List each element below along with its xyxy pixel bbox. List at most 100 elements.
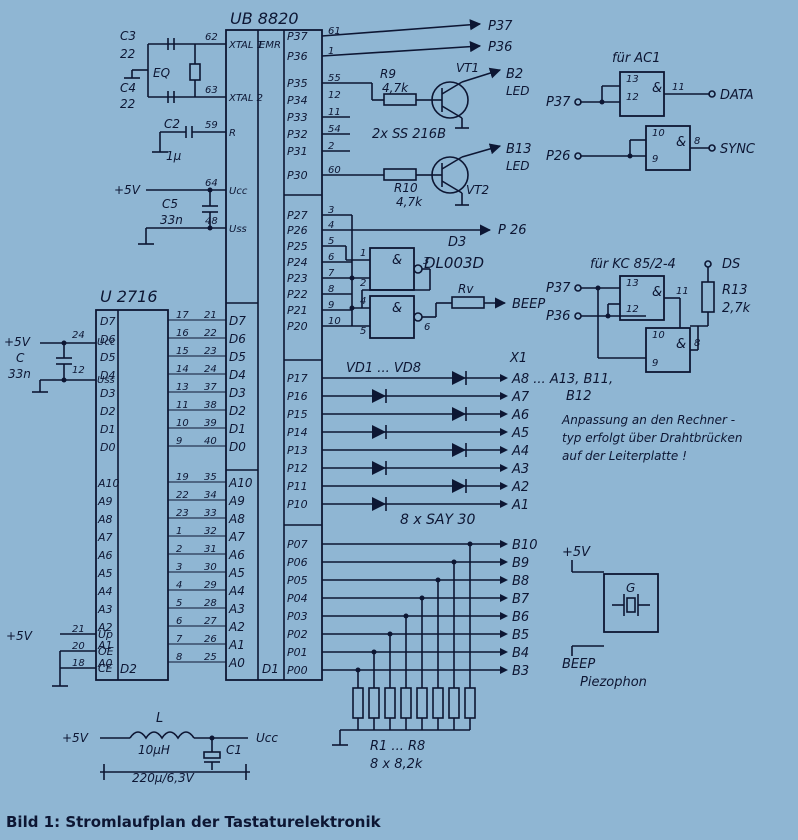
diode-symbol	[372, 461, 386, 475]
port-p3-pin-label: P35	[287, 77, 308, 90]
out-b12: B12	[566, 389, 591, 404]
port-p2-pin-num: 5	[328, 236, 334, 247]
main-left-pin-label: Uss	[229, 224, 247, 235]
out-b-label: B8	[512, 574, 529, 589]
eprom-a-pin-num: 4	[176, 580, 182, 591]
out-p37: P37	[488, 19, 513, 34]
eprom-plus5v: +5V	[4, 335, 31, 349]
eprom-a-pin-label: A6	[97, 549, 113, 562]
out-b-label: B7	[512, 592, 530, 607]
main-a-pin-num: 28	[204, 598, 217, 609]
out-beep: BEEP	[512, 297, 545, 312]
cap-c4-label: C4	[120, 81, 136, 95]
diode-symbol	[372, 425, 386, 439]
ac1-pin-10: 10	[652, 128, 665, 139]
cap-c5-value: 33n	[160, 213, 183, 227]
eprom-a-pin-num: 22	[176, 490, 189, 501]
main-d-pin-num: 38	[204, 400, 217, 411]
eprom-a-pin-label: A0	[97, 657, 113, 670]
eprom-uss-num: 12	[72, 365, 85, 376]
port-p0-pin-label: P03	[287, 610, 308, 623]
eprom-d-pin-num: 9	[176, 436, 182, 447]
port-p3-pin-num: 61	[328, 26, 341, 37]
eprom-a-pin-label: A9	[97, 495, 113, 508]
main-d-pin-label: D4	[229, 368, 246, 382]
gate-pin-5: 5	[360, 326, 366, 337]
gate-dl003d-label: DL003D	[424, 254, 484, 272]
eprom-a-pin-label: A3	[97, 603, 113, 616]
port-p2-pin-label: P20	[287, 320, 308, 333]
kc85-title: für KC 85/2-4	[590, 257, 676, 272]
eprom-d-pin-num: 17	[176, 310, 189, 321]
main-d-pin-label: D3	[229, 386, 246, 400]
main-a-pin-label: A2	[228, 620, 245, 634]
arrow-head	[500, 630, 508, 638]
main-a-pin-num: 30	[204, 562, 217, 573]
port-p3-pin-label: P30	[287, 169, 308, 182]
eprom-ctrl-pin-label: CE	[98, 662, 113, 675]
eprom-d-pin-label: D3	[100, 387, 115, 400]
out-a-label: A1	[511, 498, 529, 513]
port-p3-pin-num: 55	[328, 73, 341, 84]
kc85-r13-value: 2,7k	[722, 301, 751, 316]
nand-gates-dl003d: P 26 D3 DL003D & & Rv BEEP 1 2 3 4 5 6	[322, 214, 545, 339]
main-a-pin-label: A4	[228, 584, 245, 598]
oscillator-section: C3 22 C4 22 EQ C2 1μ +5V C5 33n	[114, 29, 226, 245]
port-p2-pin-num: 3	[328, 205, 334, 216]
main-a-pin-num: 27	[204, 616, 217, 627]
emr-label: EMR	[259, 40, 281, 51]
port-p3-pin-label: P31	[287, 145, 308, 158]
arrow-head	[500, 558, 508, 566]
arrow-head	[500, 500, 508, 508]
resistor-body	[384, 687, 396, 719]
eprom-ucc-num: 24	[72, 330, 85, 341]
port-p0-pin-label: P01	[287, 646, 308, 659]
main-left-pin-label: Ucc	[229, 186, 248, 197]
port-p1-pin-label: P11	[287, 480, 308, 493]
main-a-pin-label: A10	[228, 476, 253, 490]
main-left-pin-num: 64	[205, 178, 218, 189]
main-a-pin-num: 35	[204, 472, 217, 483]
eprom-ctrl-pin-label: Up	[98, 628, 113, 641]
diode-symbol	[452, 443, 466, 457]
main-a-pin-label: A0	[228, 656, 245, 670]
port-p3-pin-label: P34	[287, 94, 308, 107]
note-line-3: auf der Leiterplatte !	[562, 449, 687, 463]
port-p3-pin-label: P36	[287, 50, 308, 63]
gate-pin-1: 1	[360, 248, 366, 259]
main-left-pin-label: R	[229, 128, 236, 139]
eprom-d-pin-num: 16	[176, 328, 189, 339]
out-led-1: LED	[506, 84, 530, 98]
eprom-d-pin-label: D5	[100, 351, 115, 364]
main-d-pin-num: 21	[204, 310, 217, 321]
gate-d3-label: D3	[448, 235, 466, 250]
crystal-eq-label: EQ	[153, 66, 170, 80]
arrow-head	[500, 446, 508, 454]
ic-u2716-body	[95, 309, 169, 681]
eprom-a-pin-num: 19	[176, 472, 189, 483]
arrow-head	[500, 428, 508, 436]
port-p2-pin-label: P21	[287, 304, 308, 317]
port-p3-pin-num: 11	[328, 107, 341, 118]
res-r9-label: R9	[380, 67, 396, 81]
diode-symbol	[452, 479, 466, 493]
out-b-label: B3	[512, 664, 529, 679]
diode-symbol	[372, 497, 386, 511]
port-p2-pin-num: 7	[328, 268, 335, 279]
eprom-d-pin-num: 14	[176, 364, 189, 375]
transistor-vt1-label: VT1	[456, 61, 479, 75]
diode-symbol	[452, 371, 466, 385]
port-p1-pin-label: P13	[287, 444, 308, 457]
main-left-pin-label: XTAL 1	[228, 40, 263, 51]
main-left-pin-num: 59	[205, 120, 218, 131]
eprom-a-pin-label: A2	[97, 621, 113, 634]
port-p2-pin-label: P22	[287, 288, 308, 301]
port-p3-pin-num: 1	[328, 46, 334, 57]
cap-c3-label: C3	[120, 29, 136, 43]
arrow-head	[500, 612, 508, 620]
transistor-type-label: 2x SS 216B	[372, 127, 446, 142]
